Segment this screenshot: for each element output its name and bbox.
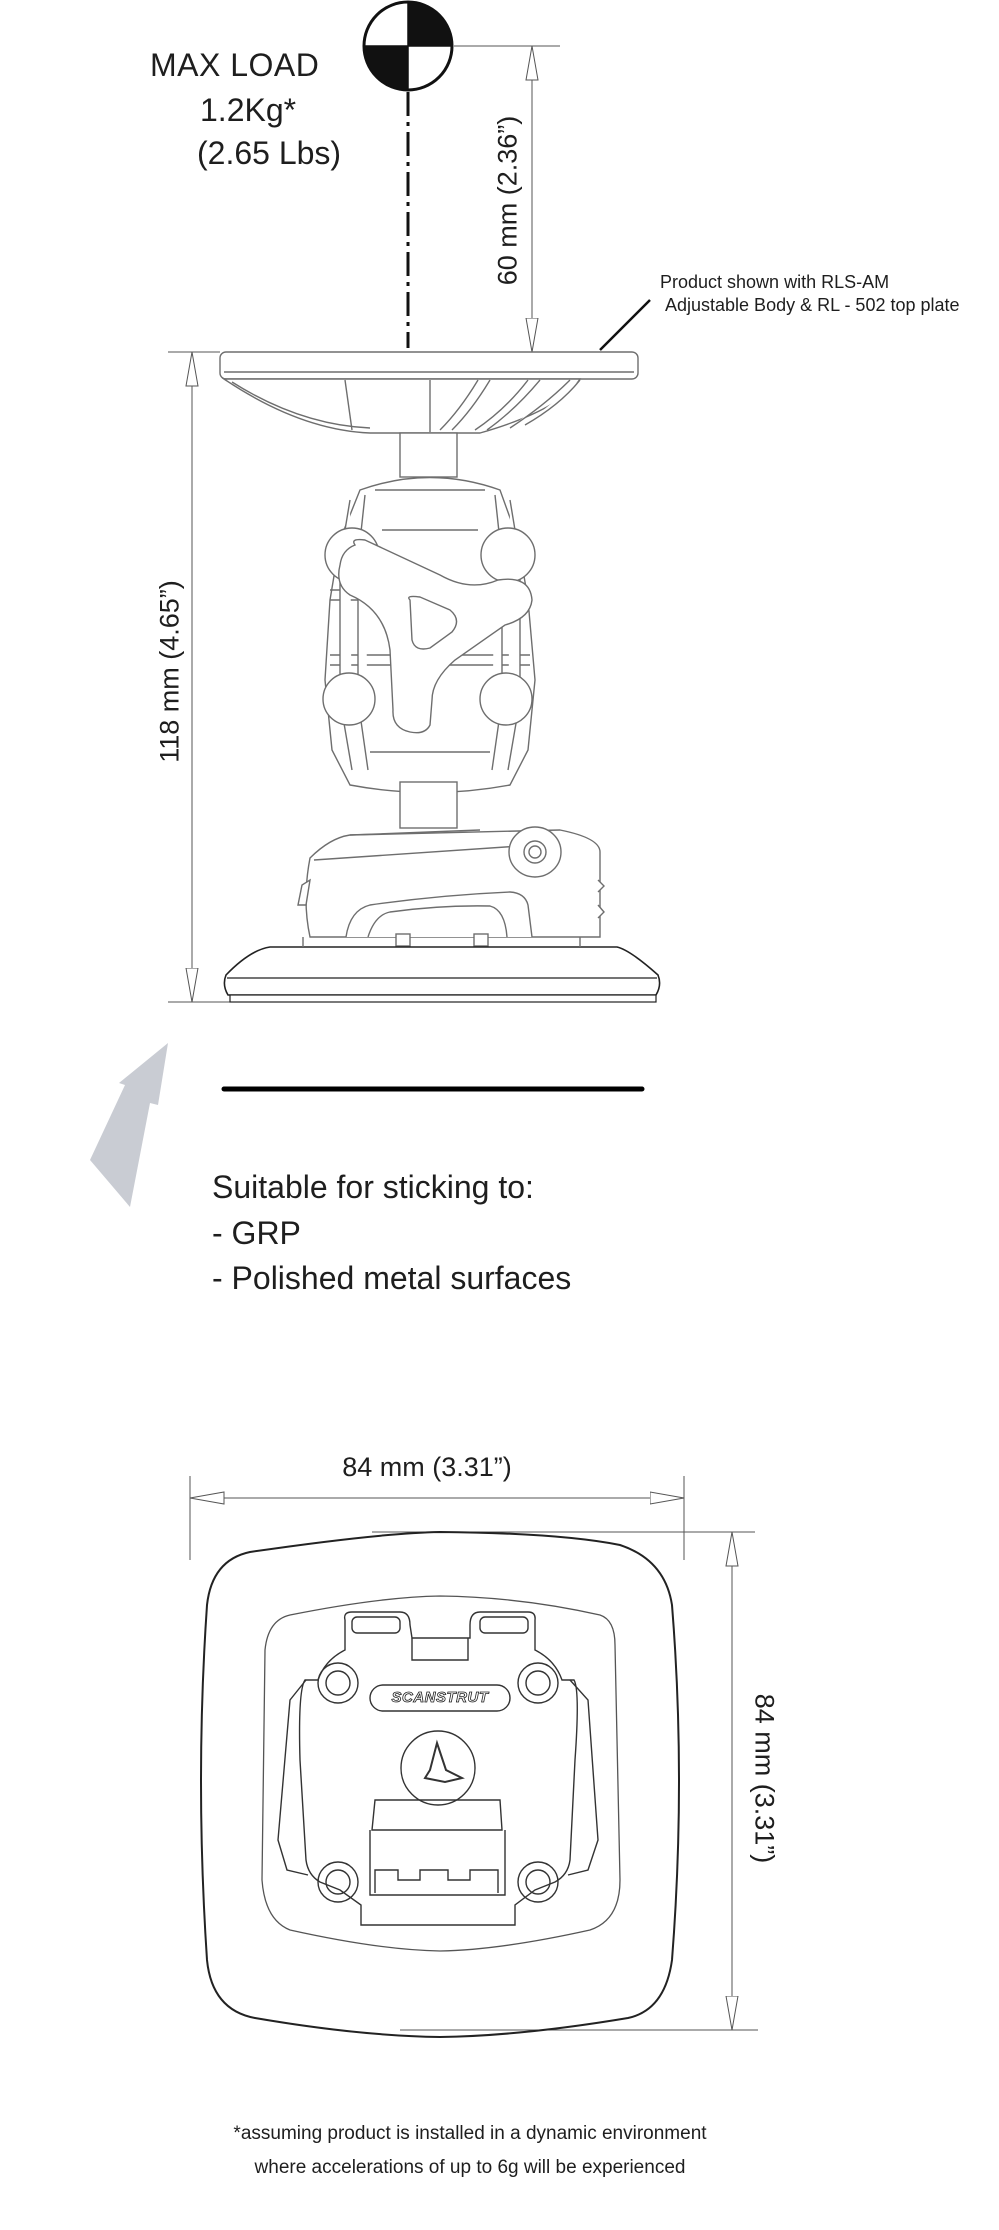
product-note-leader [599,299,651,351]
max-load-lbs: (2.65 Lbs) [197,135,342,171]
center-of-gravity-icon [362,0,454,92]
base-top-view [200,1530,680,2039]
base-depth-label: 84 mm (3.31”) [749,1693,780,1864]
dimension-load-height [454,45,560,352]
surface-item: - GRP [212,1214,301,1251]
max-load-title: MAX LOAD [150,47,320,83]
dimension-base-width [189,1476,685,1560]
load-height-label: 60 mm (2.36”) [492,115,523,286]
total-height-label: 118 mm (4.65”) [154,580,185,763]
product-note-line1: Product shown with RLS-AM [660,272,890,292]
base-width-label: 84 mm (3.31”) [342,1452,512,1482]
max-load-kg: 1.2Kg* [200,92,297,128]
product-note: Product shown with RLS-AM Adjustable Bod… [660,271,960,317]
surfaces-heading: Suitable for sticking to: [212,1169,534,1205]
surface-item: - Polished metal surfaces [212,1260,572,1296]
product-note-line2: Adjustable Body & RL - 502 top plate [665,295,960,315]
scanstrut-logo: SCANSTRUT [391,1689,489,1707]
mount-side-view [219,351,661,1003]
footnote-line1: *assuming product is installed in a dyna… [233,2123,707,2144]
suitable-surfaces: Suitable for sticking to: - GRP - Polish… [212,1165,571,1302]
dimension-total-height [168,351,230,1003]
up-arrow-icon [90,1043,168,1207]
footnote: *assuming product is installed in a dyna… [150,2117,790,2185]
footnote-line2: where accelerations of up to 6g will be … [254,2157,686,2178]
